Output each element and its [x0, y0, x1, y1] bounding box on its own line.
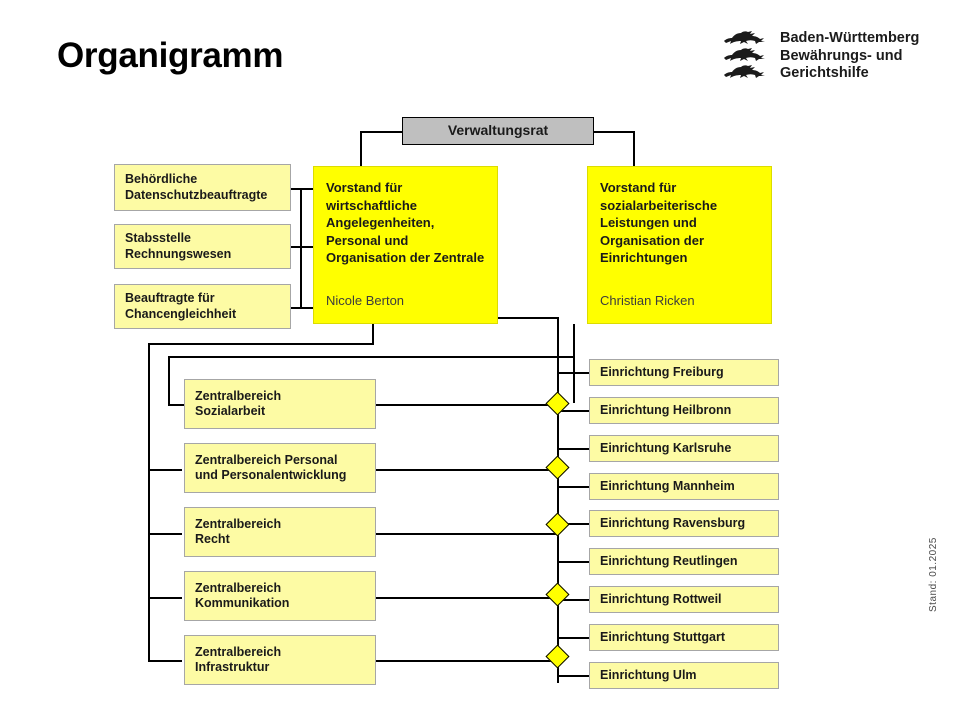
connector-central-out-4 — [376, 597, 558, 599]
connector-central-spine — [148, 343, 150, 661]
node-central-sozialarbeit[interactable]: Zentralbereich Sozialarbeit — [184, 379, 376, 429]
connector-central-out-1 — [376, 404, 558, 406]
connector-facility-7 — [557, 599, 591, 601]
node-board-wirtschaft[interactable]: Vorstand für wirtschaftliche Angelegenhe… — [313, 166, 498, 324]
node-central-infrastruktur[interactable]: Zentralbereich Infrastruktur — [184, 635, 376, 685]
connector-council-right-v — [633, 131, 635, 166]
connector-central-out-5 — [376, 660, 558, 662]
junction-diamond — [545, 455, 570, 480]
node-verwaltungsrat[interactable]: Verwaltungsrat — [402, 117, 594, 145]
connector-leftboard-drop — [372, 324, 374, 344]
connector-council-left-h — [360, 131, 402, 133]
page-title: Organigramm — [57, 36, 284, 75]
baden-wuerttemberg-logo: Baden-Württemberg Bewährungs- und Gerich… — [722, 30, 919, 83]
connector-staff-2 — [291, 246, 313, 248]
node-staff-rechnungswesen[interactable]: Stabsstelle Rechnungswesen — [114, 224, 291, 269]
node-central-recht[interactable]: Zentralbereich Recht — [184, 507, 376, 557]
board-person: Nicole Berton — [326, 292, 405, 308]
node-facility-ulm[interactable]: Einrichtung Ulm — [589, 662, 779, 689]
junction-diamond — [545, 582, 570, 607]
node-facility-karlsruhe[interactable]: Einrichtung Karlsruhe — [589, 435, 779, 462]
connector-sozialarbeit-stub — [168, 404, 184, 406]
connector-outer-trunk-top — [557, 317, 559, 353]
connector-sozialarbeit-v — [168, 356, 170, 405]
node-facility-heilbronn[interactable]: Einrichtung Heilbronn — [589, 397, 779, 424]
logo-line-1: Baden-Württemberg — [780, 30, 920, 46]
board-title: Vorstand für wirtschaftliche Angelegenhe… — [326, 180, 485, 265]
lion-icon-group — [722, 30, 766, 80]
connector-central-out-2 — [376, 469, 558, 471]
lion-icon — [724, 48, 765, 61]
connector-facility-2 — [557, 410, 591, 412]
junction-diamond — [545, 644, 570, 669]
lion-icon — [724, 31, 765, 44]
logo-line-3: Gerichtshilfe — [780, 65, 869, 81]
connector-staff-3 — [291, 307, 313, 309]
node-central-kommunikation[interactable]: Zentralbereich Kommunikation — [184, 571, 376, 621]
node-facility-stuttgart[interactable]: Einrichtung Stuttgart — [589, 624, 779, 651]
node-facility-reutlingen[interactable]: Einrichtung Reutlingen — [589, 548, 779, 575]
connector-council-left-v — [360, 131, 362, 166]
logo-line-2: Bewährungs- und — [780, 47, 903, 64]
connector-facility-6 — [557, 561, 591, 563]
board-person: Christian Ricken — [600, 292, 695, 308]
connector-rightboard-drop — [573, 324, 575, 403]
lion-icon — [724, 65, 765, 78]
node-facility-mannheim[interactable]: Einrichtung Mannheim — [589, 473, 779, 500]
connector-staff-1 — [291, 188, 313, 190]
node-facility-freiburg[interactable]: Einrichtung Freiburg — [589, 359, 779, 386]
connector-central-5 — [148, 660, 182, 662]
node-facility-rottweil[interactable]: Einrichtung Rottweil — [589, 586, 779, 613]
connector-staff-spine — [300, 188, 302, 308]
logo-text: Baden-Württemberg Bewährungs- und Gerich… — [780, 30, 919, 83]
connector-council-right-h — [593, 131, 635, 133]
node-board-sozialarbeit[interactable]: Vorstand für sozialarbeiterische Leistun… — [587, 166, 772, 324]
board-title: Vorstand für sozialarbeiterische Leistun… — [600, 180, 718, 265]
connector-facility-4 — [557, 486, 591, 488]
connector-central-4 — [148, 597, 182, 599]
connector-central-3 — [148, 533, 182, 535]
node-staff-chancengleichheit[interactable]: Beauftragte für Chancengleichheit — [114, 284, 291, 329]
connector-leftboard-to-spine — [148, 343, 374, 345]
connector-facility-8 — [557, 637, 591, 639]
node-facility-ravensburg[interactable]: Einrichtung Ravensburg — [589, 510, 779, 537]
connector-central-2 — [148, 469, 182, 471]
node-central-personal[interactable]: Zentralbereich Personal und Personalentw… — [184, 443, 376, 493]
connector-central-out-3 — [376, 533, 558, 535]
connector-facility-3 — [557, 448, 591, 450]
connector-facility-1 — [557, 372, 591, 374]
stand-date: Stand: 01.2025 — [928, 537, 939, 612]
connector-rightboard-to-sozialarbeit-h — [168, 356, 574, 358]
connector-facility-5 — [557, 523, 591, 525]
node-staff-datenschutz[interactable]: Behördliche Datenschutzbeauftragte — [114, 164, 291, 211]
connector-facility-9 — [557, 675, 591, 677]
